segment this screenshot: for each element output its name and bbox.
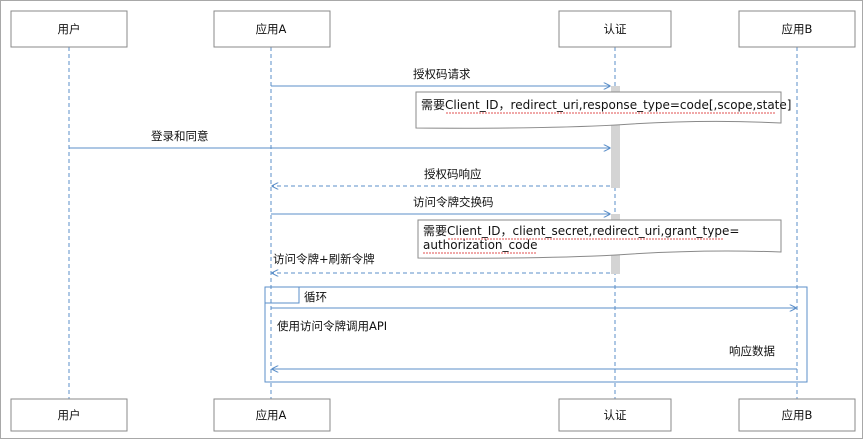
participant-top-app-a: 应用A <box>213 10 331 48</box>
note-auth-params-text: 需要Client_ID，redirect_uri,response_type=c… <box>421 98 791 112</box>
participant-bottom-auth: 认证 <box>558 398 672 432</box>
label-call-api: 使用访问令牌调用API <box>277 319 387 333</box>
participant-top-auth: 认证 <box>558 10 672 48</box>
loop-fragment: 循环 <box>264 286 808 383</box>
participant-label: 应用B <box>782 22 813 36</box>
participant-bottom-app-a: 应用A <box>213 398 331 432</box>
label-login-consent: 登录和同意 <box>151 129 209 143</box>
label-auth-code-request: 授权码请求 <box>413 67 471 81</box>
participant-label: 用户 <box>58 22 81 36</box>
participant-bottom-user: 用户 <box>10 398 128 432</box>
loop-label: 循环 <box>304 290 327 304</box>
label-token-exchange: 访问令牌交换码 <box>413 195 494 209</box>
participant-label: 用户 <box>58 408 81 422</box>
participant-label: 认证 <box>604 22 627 36</box>
participant-label: 应用A <box>256 408 287 422</box>
activation-auth-1 <box>611 86 620 188</box>
label-auth-code-response: 授权码响应 <box>424 167 482 181</box>
note-token-params-line2: authorization_code <box>423 238 537 252</box>
note-token-params-line1: 需要Client_ID，client_secret,redirect_uri,g… <box>423 224 739 238</box>
label-response-data: 响应数据 <box>729 344 775 358</box>
participant-bottom-app-b: 应用B <box>738 398 856 432</box>
participant-top-user: 用户 <box>10 10 128 48</box>
note-token-params: 需要Client_ID，client_secret,redirect_uri,g… <box>417 219 782 259</box>
participant-top-app-b: 应用B <box>738 10 856 48</box>
participant-label: 应用B <box>782 408 813 422</box>
note-auth-params: 需要Client_ID，redirect_uri,response_type=c… <box>415 91 791 129</box>
label-tokens-response: 访问令牌+刷新令牌 <box>273 252 375 266</box>
participant-label: 认证 <box>604 408 627 422</box>
participant-label: 应用A <box>256 22 287 36</box>
